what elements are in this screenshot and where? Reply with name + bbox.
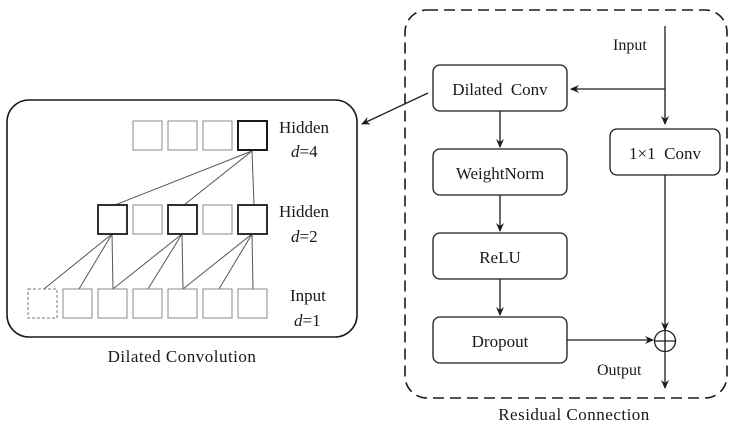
active-node xyxy=(167,204,198,235)
node xyxy=(132,288,163,319)
dilation-connections xyxy=(43,150,255,290)
dilated-conv-block: Dilated Conv xyxy=(432,64,568,112)
hidden-layer-d2 xyxy=(97,204,268,235)
active-node xyxy=(237,204,268,235)
input-label: Input xyxy=(613,37,647,54)
layer-dilation-d2: d=2 xyxy=(291,227,318,246)
dilated-convolution-caption: Dilated Convolution xyxy=(108,347,257,366)
output-label: Output xyxy=(597,362,642,379)
node xyxy=(62,288,93,319)
layer-label-input: Input xyxy=(290,286,326,305)
node xyxy=(132,204,163,235)
relu-block: ReLU xyxy=(432,232,568,280)
weightnorm-label: WeightNorm xyxy=(456,164,544,183)
input-layer-d1 xyxy=(27,288,268,319)
layer-label-hidden-d4: Hidden xyxy=(279,118,330,137)
hidden-layer-d4 xyxy=(132,120,268,151)
conv1x1-block: 1×1 Conv xyxy=(609,128,721,176)
residual-connection-caption: Residual Connection xyxy=(498,405,650,424)
node xyxy=(202,120,233,151)
node xyxy=(167,120,198,151)
dropout-block: Dropout xyxy=(432,316,568,364)
relu-label: ReLU xyxy=(479,248,521,267)
zoom-pointer-arrow xyxy=(361,92,429,125)
node xyxy=(237,288,268,319)
node xyxy=(167,288,198,319)
node xyxy=(97,288,128,319)
dilated-conv-label: Dilated Conv xyxy=(452,80,548,99)
node xyxy=(202,204,233,235)
dilated-convolution-panel xyxy=(6,99,358,338)
residual-connection-panel xyxy=(404,9,728,399)
node xyxy=(202,288,233,319)
layer-dilation-d4: d=4 xyxy=(291,142,318,161)
active-node xyxy=(97,204,128,235)
conv1x1-label: 1×1 Conv xyxy=(629,144,701,163)
dropout-label: Dropout xyxy=(472,332,529,351)
padding-node xyxy=(27,288,58,319)
weightnorm-block: WeightNorm xyxy=(432,148,568,196)
sum-node-icon xyxy=(653,329,677,353)
node xyxy=(132,120,163,151)
layer-dilation-d1: d=1 xyxy=(294,311,321,330)
active-node xyxy=(237,120,268,151)
layer-label-hidden-d2: Hidden xyxy=(279,202,330,221)
